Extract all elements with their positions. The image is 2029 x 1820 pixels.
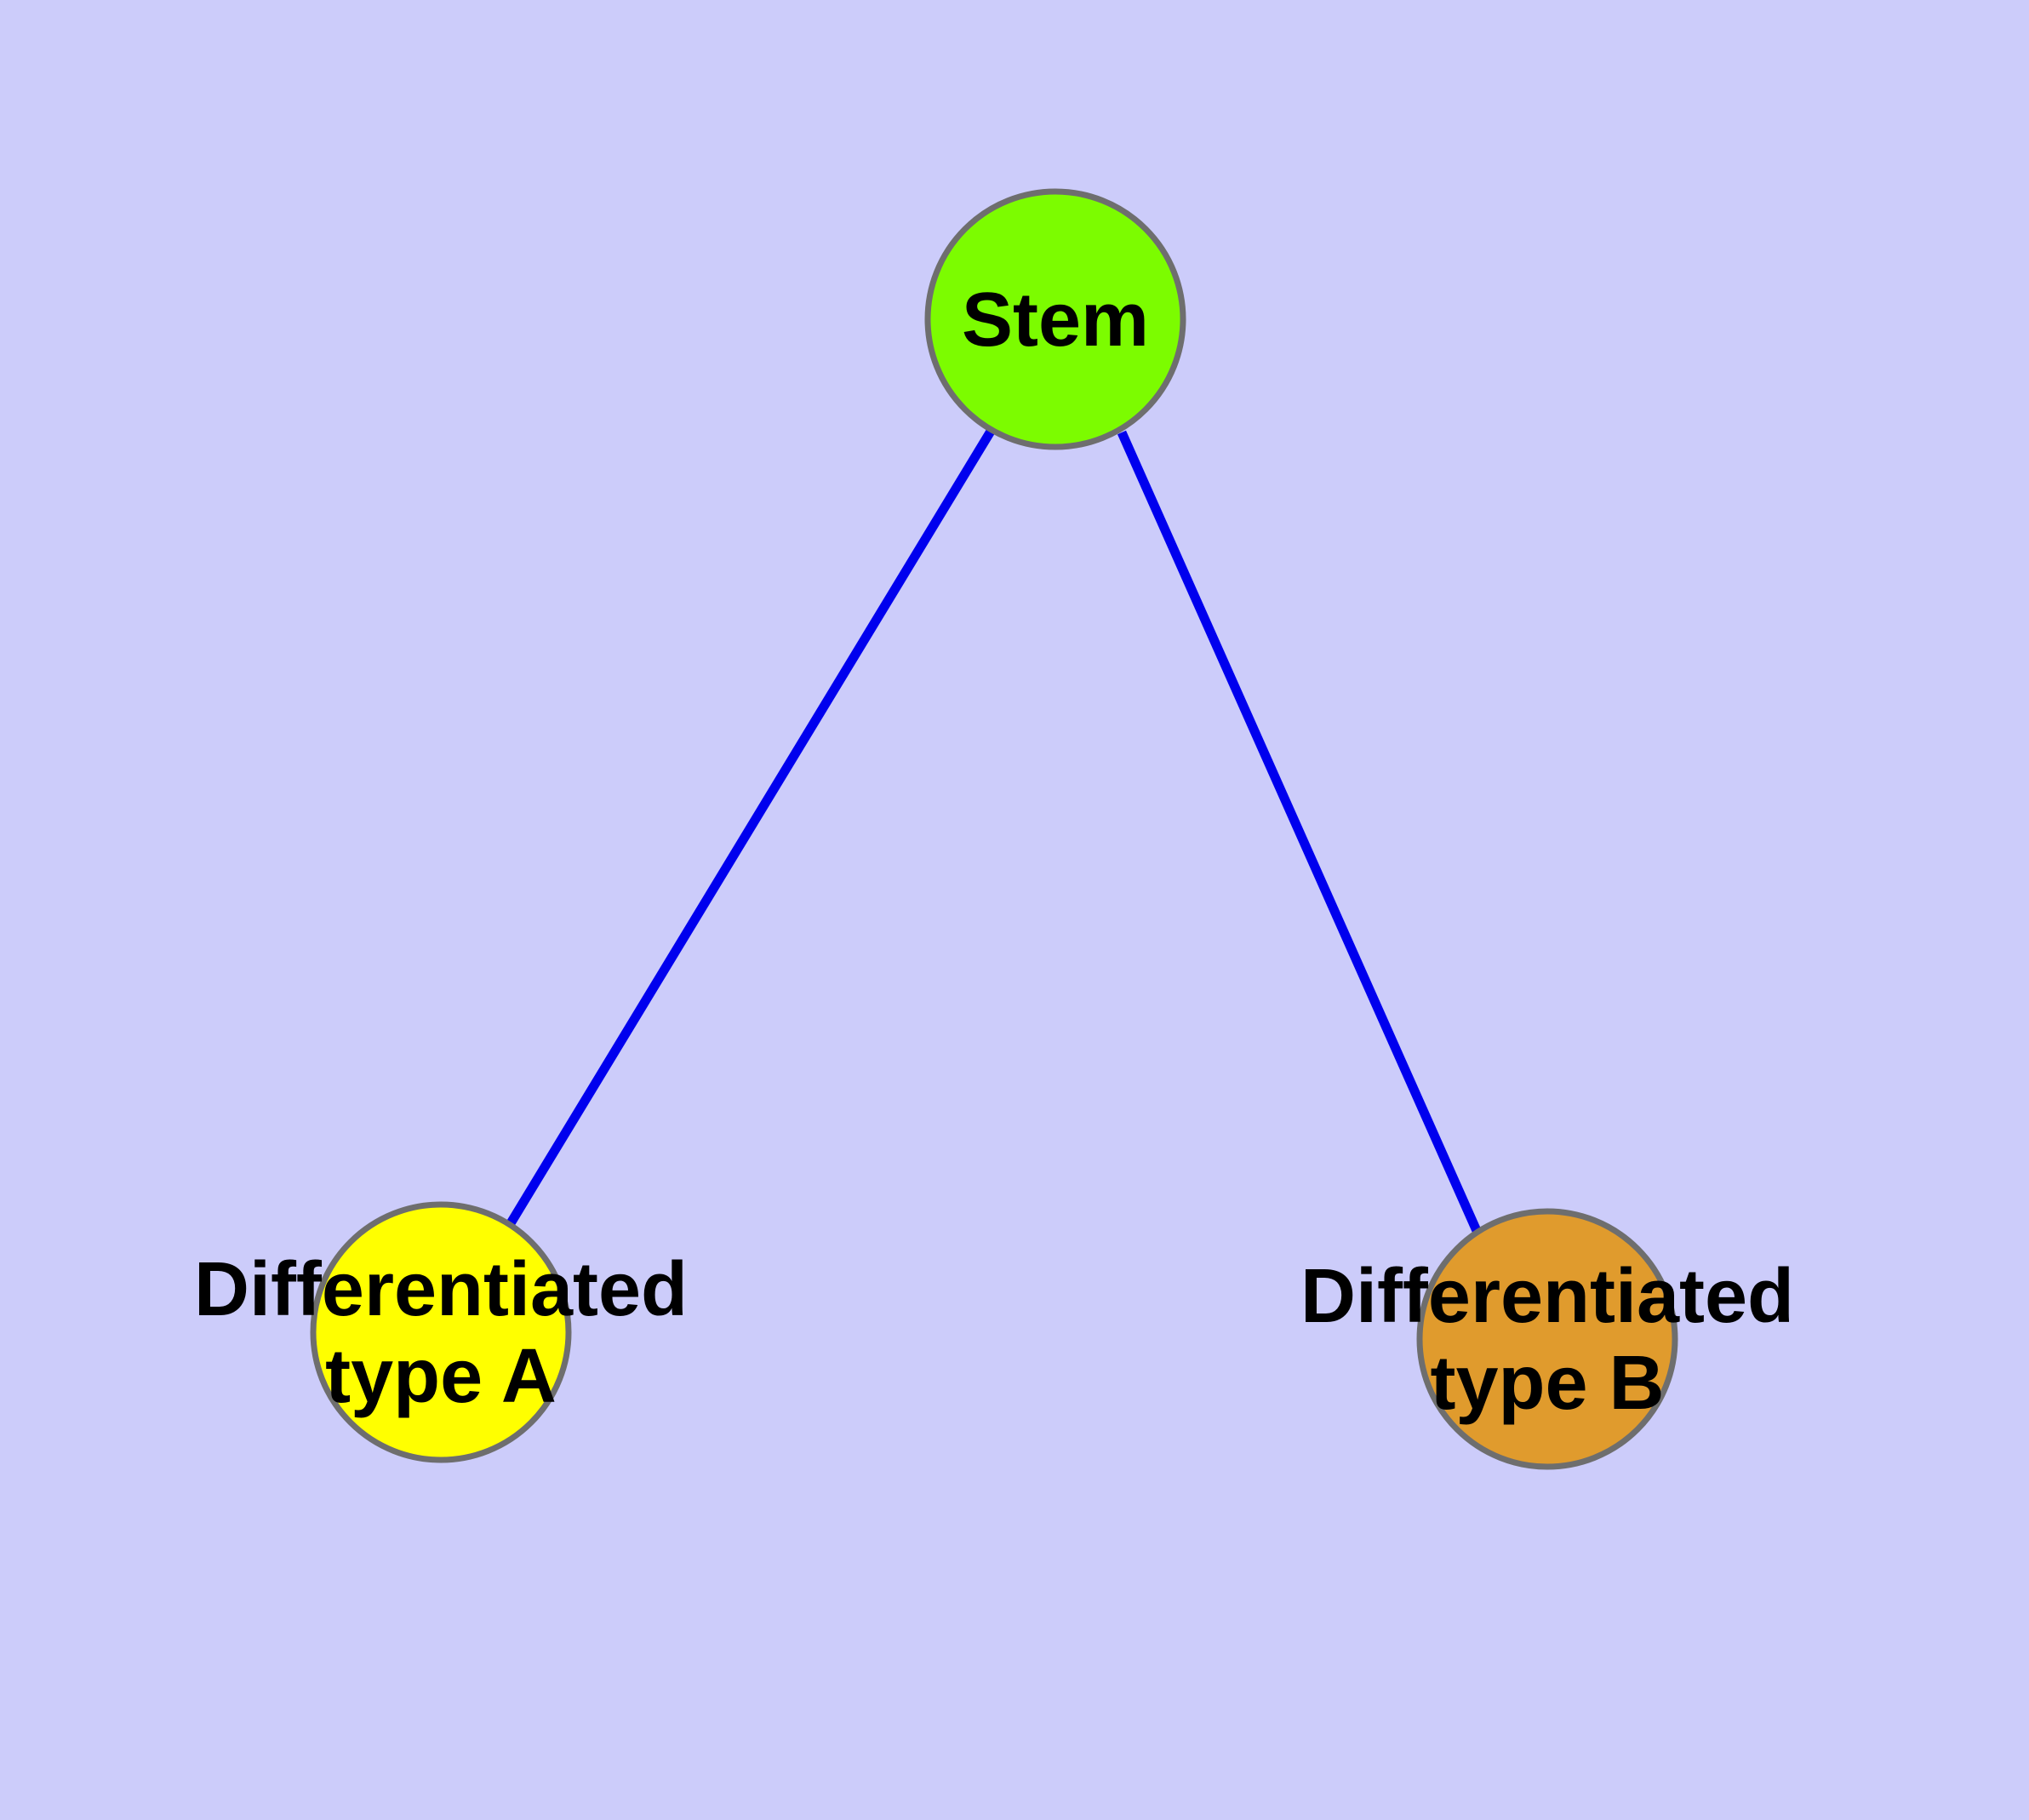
node-differentiated-type-b-circle[interactable] bbox=[1416, 1208, 1678, 1470]
node-layer bbox=[310, 188, 1678, 1470]
node-stem-circle[interactable] bbox=[924, 188, 1186, 450]
edge-stem-to-differentiated-type-a[interactable] bbox=[506, 427, 996, 1226]
node-stem-label: Stem bbox=[962, 278, 1149, 363]
node-differentiated-type-a-circle[interactable] bbox=[310, 1201, 572, 1463]
edge-stem-to-differentiated-type-b[interactable] bbox=[1117, 430, 1486, 1243]
node-label-line: Stem bbox=[962, 278, 1149, 363]
node-label-line: Differentiated bbox=[194, 1247, 688, 1332]
node-label-line: type B bbox=[1430, 1341, 1664, 1426]
node-label-line: type A bbox=[325, 1334, 557, 1419]
node-label-line: Differentiated bbox=[1300, 1254, 1794, 1339]
edge-layer bbox=[506, 427, 1486, 1243]
